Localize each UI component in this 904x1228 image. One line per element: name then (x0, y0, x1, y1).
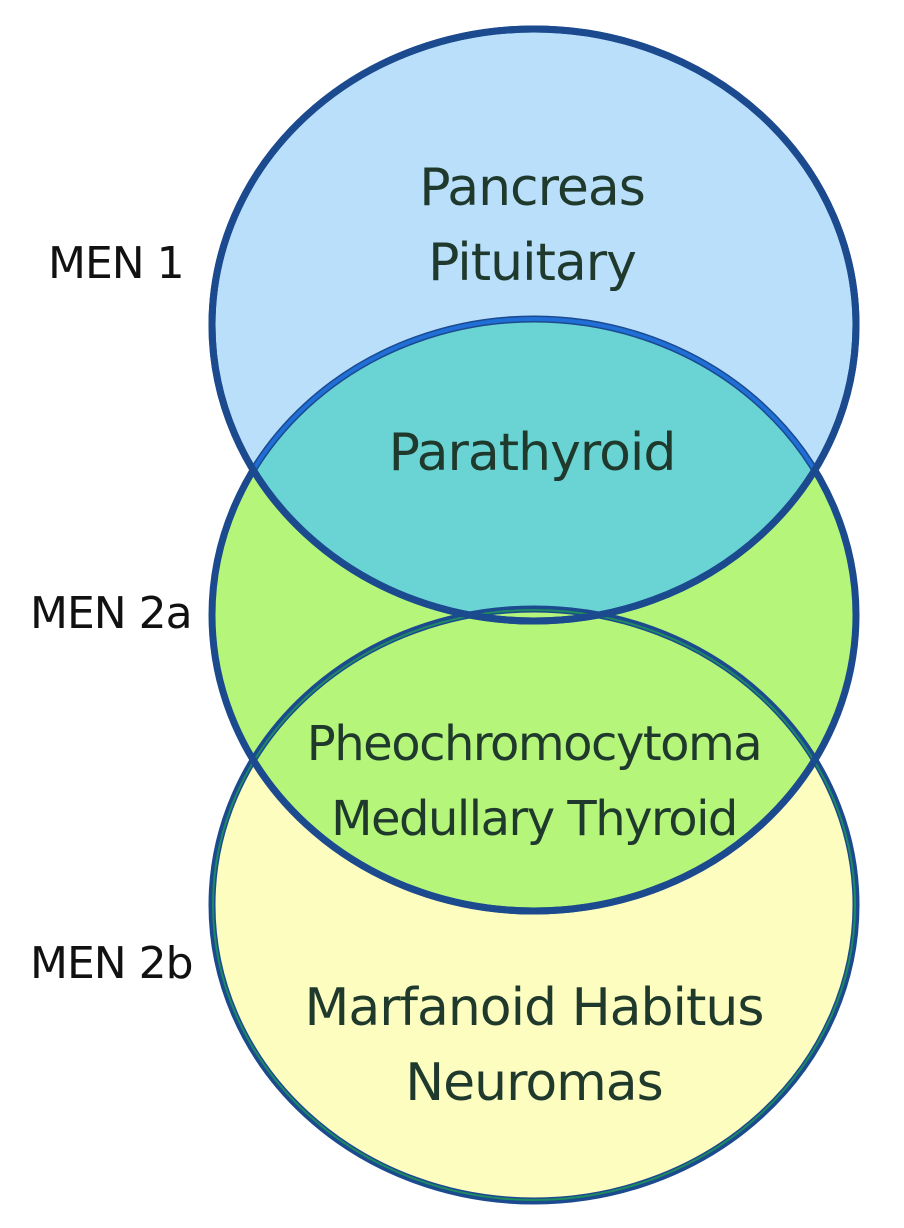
men1-only-line-1: Pancreas (419, 158, 645, 218)
men2a-men2b-line-2: Medullary Thyroid (331, 791, 737, 847)
men2b-label: MEN 2b (30, 938, 193, 989)
men2a-label: MEN 2a (30, 588, 192, 639)
men2a-men2b-line-1: Pheochromocytoma (307, 716, 761, 772)
men1-label: MEN 1 (48, 238, 184, 289)
overlap-men2a-men2b-fill (212, 609, 856, 911)
men1-only-line-2: Pituitary (428, 233, 636, 293)
men1-outline-redraw (208, 25, 860, 625)
men1-men2a-line-1: Parathyroid (389, 423, 676, 483)
men2a-top-arc-tint (212, 317, 856, 621)
men2a-outline-redraw (212, 609, 856, 915)
men2b-only-line-2: Neuromas (405, 1053, 663, 1113)
men2b-only-line-1: Marfanoid Habitus (305, 978, 764, 1038)
